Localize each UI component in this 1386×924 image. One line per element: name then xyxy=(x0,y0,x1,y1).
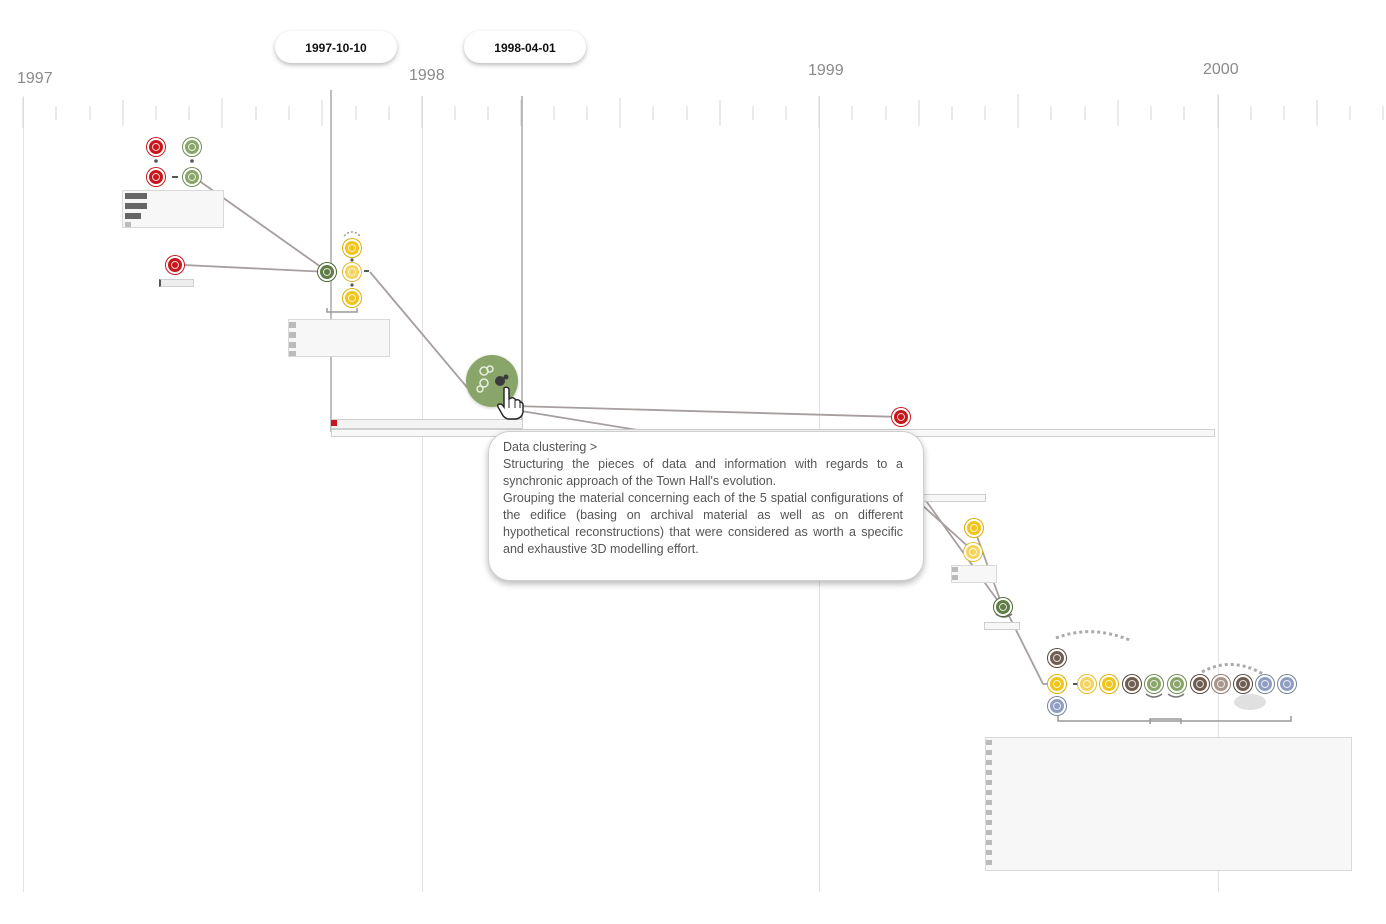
legend-bar xyxy=(289,322,296,328)
book-icon[interactable] xyxy=(1145,675,1163,693)
range-end-label[interactable]: 1998-04-01 xyxy=(464,31,586,63)
activity-tooltip: Data clustering > Structuring the pieces… xyxy=(488,431,924,581)
year-label-1999: 1999 xyxy=(808,62,844,79)
activity-info-box xyxy=(951,565,997,583)
lightbulb-icon[interactable] xyxy=(1100,675,1118,693)
legend-bar xyxy=(125,213,141,219)
person-icon[interactable] xyxy=(343,239,361,257)
document-icon[interactable] xyxy=(166,256,184,274)
legend-bar xyxy=(952,575,958,580)
legend-bar xyxy=(125,193,147,199)
activity-duration-bar xyxy=(984,622,1020,630)
year-line-2000 xyxy=(1218,96,1219,892)
tooltip-description-1: Structuring the pieces of data and infor… xyxy=(503,457,903,488)
activity-info-box xyxy=(288,319,390,357)
search-icon[interactable] xyxy=(1191,675,1209,693)
hand-icon[interactable] xyxy=(318,263,336,281)
hierarchy-icon[interactable] xyxy=(1048,675,1066,693)
stack-icon[interactable] xyxy=(147,138,165,156)
tooltip-text: Data clustering > Structuring the pieces… xyxy=(503,439,903,558)
selection-range-bar[interactable] xyxy=(331,419,523,429)
tooltip-title[interactable]: Data clustering > xyxy=(503,440,598,454)
archive-icon[interactable] xyxy=(892,408,910,426)
compass-icon[interactable] xyxy=(1234,675,1252,693)
monitor-icon[interactable] xyxy=(1278,675,1296,693)
legend-bar xyxy=(952,567,958,572)
check-icon[interactable] xyxy=(343,289,361,307)
camera-icon[interactable] xyxy=(147,168,165,186)
hand-icon[interactable] xyxy=(183,168,201,186)
document-icon[interactable] xyxy=(343,263,361,281)
year-label-2000: 2000 xyxy=(1203,61,1239,78)
monitor-icon[interactable] xyxy=(1048,697,1066,715)
book-icon[interactable] xyxy=(183,138,201,156)
building-icon[interactable] xyxy=(1256,675,1274,693)
cube-icon[interactable] xyxy=(1048,649,1066,667)
selection-marker xyxy=(331,420,337,426)
pencil-icon[interactable] xyxy=(1123,675,1141,693)
range-start-label[interactable]: 1997-10-10 xyxy=(275,31,397,63)
teapot-icon[interactable] xyxy=(1212,675,1230,693)
legend-strip xyxy=(986,740,992,868)
legend-bar xyxy=(125,222,131,227)
tool-icon[interactable] xyxy=(1168,675,1186,693)
hand-icon[interactable] xyxy=(994,598,1012,616)
activity-info-box xyxy=(122,190,224,228)
lightbulb-icon[interactable] xyxy=(965,519,983,537)
document-icon[interactable] xyxy=(1078,675,1096,693)
pointer-hand-icon xyxy=(497,386,524,420)
activity-info-box-large xyxy=(985,737,1352,871)
tooltip-description-2: Grouping the material concerning each of… xyxy=(503,491,903,556)
ruler-ticks xyxy=(22,94,1384,128)
year-label-1998: 1998 xyxy=(409,67,445,84)
legend-bar xyxy=(289,332,296,338)
year-line-1998 xyxy=(422,96,423,892)
legend-bar xyxy=(289,342,296,348)
activity-duration-bar xyxy=(159,279,194,287)
activity-duration-bar xyxy=(922,494,986,502)
legend-bar xyxy=(125,203,147,209)
year-label-1997: 1997 xyxy=(17,70,53,87)
hierarchy-icon[interactable] xyxy=(964,543,982,561)
legend-bar xyxy=(289,351,296,356)
year-line-1997 xyxy=(23,96,24,892)
cluster-glyph xyxy=(476,365,509,393)
